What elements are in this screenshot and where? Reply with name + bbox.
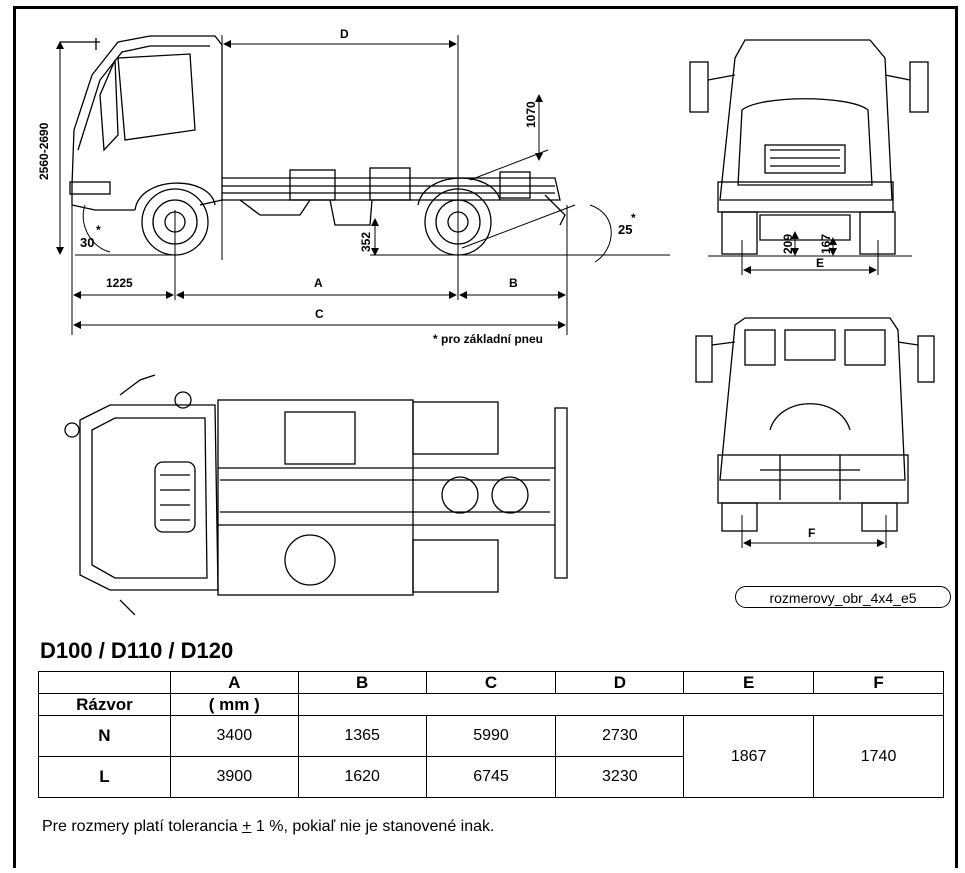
table-row: L 3900 1620 6745 3230: [38, 756, 944, 798]
front-view-dimensions: [708, 231, 912, 275]
page-frame: [13, 6, 958, 868]
technical-drawing: D 1070 2560-2690 30 * 25 * 352 1225 A B …: [37, 27, 935, 616]
table-header-cell: [38, 671, 171, 694]
table-header-cell: B: [297, 671, 427, 694]
front-view-dimension-labels: 209 167 E: [781, 234, 833, 270]
dim-star-25: *: [631, 211, 636, 225]
unit-row-filler: [297, 693, 945, 716]
dim-label-1225: 1225: [106, 276, 133, 290]
rear-view: [695, 317, 935, 532]
dim-label-b: B: [509, 276, 518, 290]
table-row: N 3400 1365 5990 2730 1867 1740: [38, 715, 944, 798]
side-view: [60, 35, 566, 256]
drawing-reference-label: rozmerovy_obr_4x4_e5: [735, 586, 951, 608]
dim-label-d: D: [340, 27, 349, 41]
table-header-cell: E: [683, 671, 815, 694]
dim-label-a: A: [314, 276, 323, 290]
dimension-table: A B C D E F Rázvor ( mm ) N 3400 1365 59…: [38, 671, 945, 798]
table-header-cell: C: [425, 671, 557, 694]
table-unit-row: Rázvor ( mm ): [38, 693, 945, 716]
row-label: N: [38, 715, 171, 757]
table-header-row: A B C D E F: [38, 671, 944, 694]
table-cell: 6745: [425, 756, 557, 798]
side-view-dimensions: [56, 35, 670, 335]
table-cell: 1620: [297, 756, 427, 798]
dim-label-209: 209: [781, 234, 795, 254]
table-cell-f: 1740: [813, 715, 944, 798]
table-cell: 5990: [425, 715, 557, 757]
tolerance-note: Pre rozmery platí tolerancia + 1 %, poki…: [42, 818, 494, 836]
table-header-cell: D: [555, 671, 685, 694]
table-cell: 3900: [169, 756, 299, 798]
row-label: L: [38, 756, 171, 798]
dim-label-25: 25: [618, 222, 632, 237]
note-suffix: 1 %, pokiaľ nie je stanovené inak.: [251, 818, 495, 835]
dim-label-30: 30: [80, 235, 94, 250]
dim-label-e: E: [816, 256, 824, 270]
dim-label-2560-2690: 2560-2690: [37, 122, 51, 180]
table-header-cell: F: [813, 671, 944, 694]
footnote-tire: * pro základní pneu: [433, 332, 543, 346]
dim-star-30: *: [96, 223, 101, 237]
plus-minus-symbol: +: [242, 818, 252, 835]
side-view-dimension-labels: D 1070 2560-2690 30 * 25 * 352 1225 A B …: [37, 27, 636, 346]
note-prefix: Pre rozmery platí tolerancia: [42, 818, 243, 835]
table-cell: 3230: [555, 756, 685, 798]
row-header-label: Rázvor: [38, 693, 171, 716]
table-cell: 2730: [555, 715, 685, 757]
table-cell: 3400: [169, 715, 299, 757]
dim-label-c: C: [315, 307, 324, 321]
front-view: [689, 39, 929, 255]
rear-view-dimensions: [741, 515, 887, 548]
top-view: [64, 374, 568, 616]
table-cell-e: 1867: [683, 715, 815, 798]
dim-label-f: F: [808, 526, 815, 540]
table-header-cell: A: [169, 671, 299, 694]
model-title: D100 / D110 / D120: [40, 638, 234, 663]
dim-label-352: 352: [359, 232, 373, 252]
unit-label: ( mm ): [169, 693, 299, 716]
table-cell: 1365: [297, 715, 427, 757]
dim-label-1070: 1070: [524, 101, 538, 128]
dim-label-167: 167: [819, 234, 833, 254]
